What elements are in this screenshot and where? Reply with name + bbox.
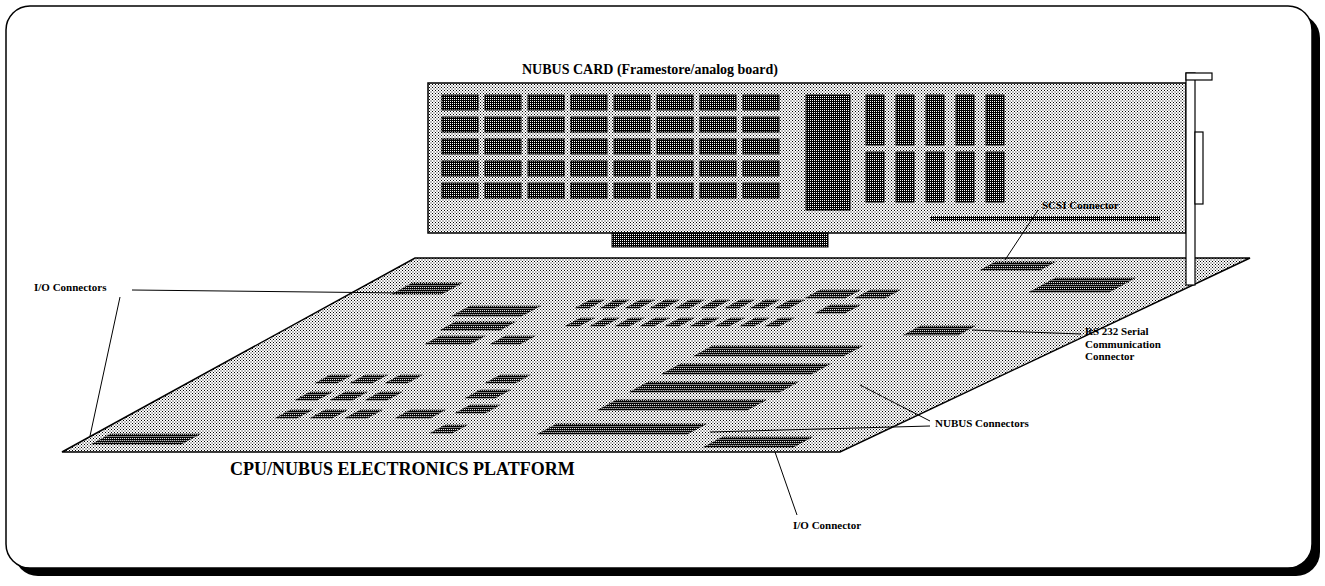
node-title: CPU/NUBUS ELECTRONICS PLATFORM — [230, 460, 575, 480]
part-label: I/O Connector — [793, 519, 861, 532]
part-label: SCSI Connector — [1042, 199, 1119, 212]
platform-node: CPU/NUBUS ELECTRONICS PLATFORM — [62, 256, 1252, 488]
node-title: NUBUS CARD (Framestore/analog board) — [522, 62, 778, 77]
part-label: RS 232 Serial Communication Connector — [1085, 325, 1197, 363]
part-label: I/O Connectors — [34, 281, 106, 294]
part-label: NUBUS Connectors — [935, 417, 1029, 430]
card-node: NUBUS CARD (Framestore/analog board) — [428, 62, 1200, 250]
